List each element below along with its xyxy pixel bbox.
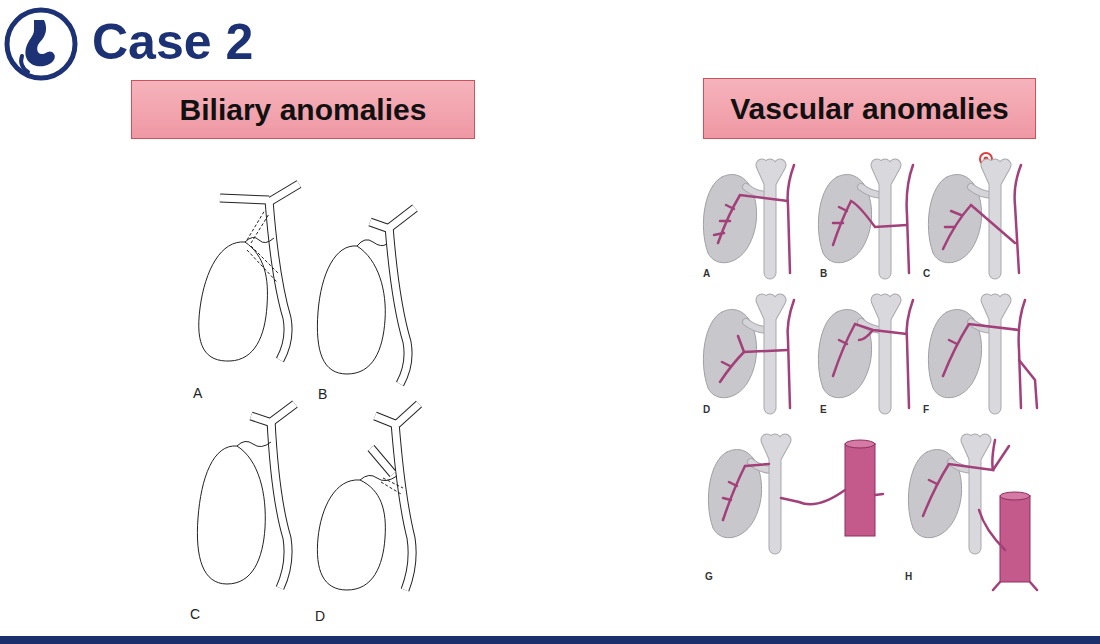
figure-letter: A <box>703 268 710 280</box>
figure-letter: C <box>923 268 930 280</box>
figure-letter: D <box>703 404 710 416</box>
figure-letter: G <box>705 571 713 583</box>
figure-letter: E <box>820 404 827 416</box>
heading-box: Biliary anomalies <box>131 80 475 139</box>
figure-letter: B <box>318 386 327 402</box>
heading-box: Vascular anomalies <box>703 78 1036 139</box>
figure-letter: F <box>923 404 929 416</box>
figure-letter: A <box>193 385 202 401</box>
figure-letter: D <box>315 608 325 624</box>
figure-letter: H <box>905 571 912 583</box>
figure-letter: C <box>190 606 200 622</box>
heading-text: Vascular anomalies <box>730 92 1009 126</box>
slide-title: Case 2 <box>92 12 253 72</box>
figure-letter: B <box>820 268 827 280</box>
heading-text: Biliary anomalies <box>180 93 427 127</box>
